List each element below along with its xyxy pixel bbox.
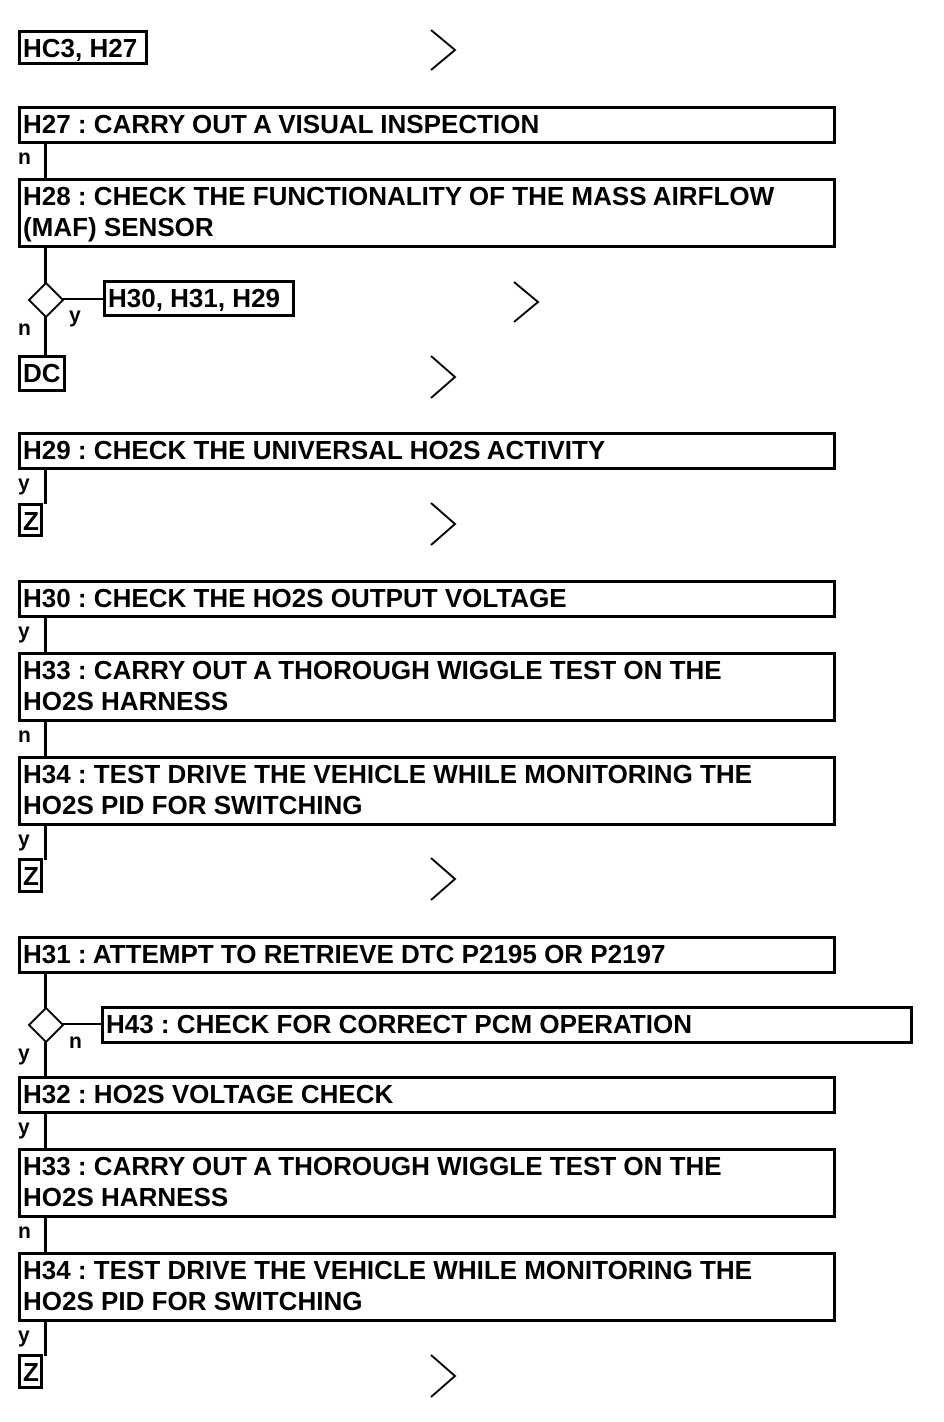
step-h33-a: H33 : CARRY OUT A THOROUGH WIGGLE TEST O… <box>18 652 836 722</box>
step-z-3: Z <box>18 1354 43 1389</box>
step-h30: H30 : CHECK THE HO2S OUTPUT VOLTAGE <box>18 580 836 618</box>
step-h34-a: H34 : TEST DRIVE THE VEHICLE WHILE MONIT… <box>18 756 836 826</box>
connector-h31-diamond <box>44 972 47 1010</box>
step-h43: H43 : CHECK FOR CORRECT PCM OPERATION <box>101 1006 913 1044</box>
connector-h32-h33 <box>44 1112 47 1150</box>
connector-h30-h33 <box>44 616 47 654</box>
step-dc: DC <box>18 355 66 392</box>
step-h33-b: H33 : CARRY OUT A THOROUGH WIGGLE TEST O… <box>18 1148 836 1218</box>
branch-tag-no: n <box>18 317 31 340</box>
step-h27: H27 : CARRY OUT A VISUAL INSPECTION <box>18 106 836 144</box>
connector-diamond-branch <box>62 298 104 300</box>
branch-tag-no: n <box>69 1030 82 1053</box>
step-z-2: Z <box>18 858 43 893</box>
chevron-right-icon <box>430 857 457 901</box>
chevron-right-icon <box>430 502 457 546</box>
connector-h29-z <box>44 468 47 504</box>
connector-h28-diamond <box>44 246 47 284</box>
branch-tag-yes: y <box>18 1324 30 1347</box>
step-h28: H28 : CHECK THE FUNCTIONALITY OF THE MAS… <box>18 178 836 248</box>
branch-tag-yes: y <box>18 1042 30 1065</box>
branch-tag-no: n <box>18 1220 31 1243</box>
step-z-1: Z <box>18 503 43 537</box>
branch-tag-yes: y <box>18 472 30 495</box>
step-h31: H31 : ATTEMPT TO RETRIEVE DTC P2195 OR P… <box>18 936 836 974</box>
connector-h27-h28 <box>44 142 47 180</box>
connector-h34-z <box>44 824 47 860</box>
step-hc3-h27: HC3, H27 <box>18 30 148 65</box>
branch-tag-yes: y <box>69 304 81 327</box>
chevron-right-icon <box>430 1354 457 1398</box>
diamond-decision-icon <box>27 1006 65 1044</box>
chevron-right-icon <box>513 281 540 323</box>
branch-tag-yes: y <box>18 1116 30 1139</box>
branch-tag-yes: y <box>18 828 30 851</box>
branch-tag-no: n <box>18 724 31 747</box>
step-h29: H29 : CHECK THE UNIVERSAL HO2S ACTIVITY <box>18 432 836 470</box>
chevron-right-icon <box>430 355 457 399</box>
step-h32: H32 : HO2S VOLTAGE CHECK <box>18 1076 836 1114</box>
step-h34-b: H34 : TEST DRIVE THE VEHICLE WHILE MONIT… <box>18 1252 836 1322</box>
connector-diamond-dc <box>44 316 47 356</box>
diamond-decision-icon <box>27 281 65 319</box>
step-h28-branch: H30, H31, H29 <box>103 280 295 317</box>
connector-diamond-h43 <box>62 1023 104 1025</box>
branch-tag-no: n <box>18 146 31 169</box>
connector-h34-z <box>44 1320 47 1356</box>
connector-diamond-h32 <box>44 1042 47 1078</box>
connector-h33-h34 <box>44 1216 47 1254</box>
connector-h33-h34 <box>44 720 47 758</box>
branch-tag-yes: y <box>18 620 30 643</box>
chevron-right-icon <box>430 29 457 71</box>
